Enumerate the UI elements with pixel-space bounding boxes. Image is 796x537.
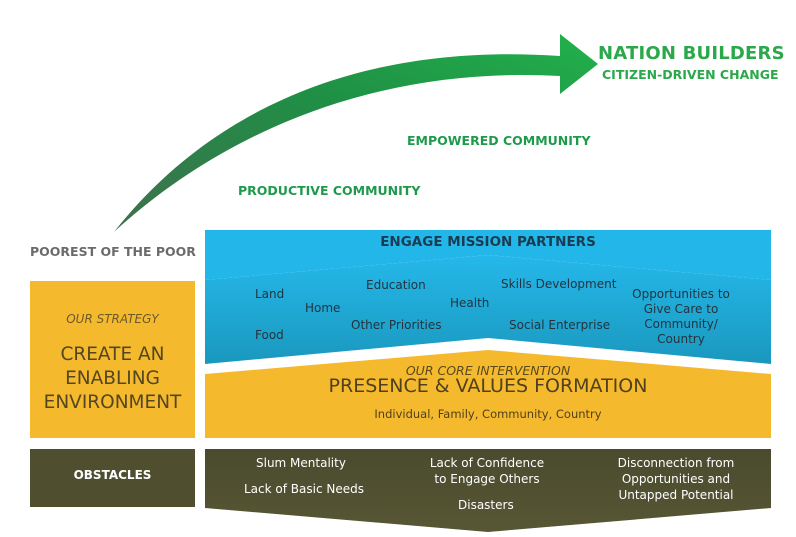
mission-item-food: Food (255, 328, 284, 342)
strategy-title: CREATE AN ENABLING ENVIRONMENT (43, 344, 182, 413)
obstacles-box (30, 449, 195, 507)
goal-subtitle: CITIZEN-DRIVEN CHANGE (602, 67, 779, 82)
core-intervention-band (205, 350, 771, 438)
mission-item-education: Education (366, 278, 426, 292)
stage-empowered-community: EMPOWERED COMMUNITY (407, 133, 591, 148)
mission-item-skills-development: Skills Development (501, 277, 617, 291)
core-intervention-title: PRESENCE & VALUES FORMATION (328, 375, 648, 397)
core-intervention-label: OUR CORE INTERVENTION (405, 363, 571, 378)
mission-item-health: Health (450, 296, 490, 310)
mission-partners-band (205, 255, 771, 364)
obstacle-disasters: Disasters (458, 498, 514, 512)
strategy-label: OUR STRATEGY (66, 312, 159, 326)
obstacle-slum-mentality: Slum Mentality (256, 456, 346, 470)
stage-poorest-of-the-poor: POOREST OF THE POOR (30, 244, 196, 259)
mission-item-land: Land (255, 287, 285, 301)
obstacle-lack-of-basic-needs: Lack of Basic Needs (244, 482, 364, 496)
strategy-box (30, 281, 195, 438)
growth-arrow-shape (114, 34, 598, 232)
stage-productive-community: PRODUCTIVE COMMUNITY (238, 183, 421, 198)
obstacles-band (205, 449, 771, 532)
core-intervention-subtitle: Individual, Family, Community, Country (374, 407, 602, 421)
mission-item-home: Home (305, 301, 341, 315)
mission-item-other-priorities: Other Priorities (351, 318, 442, 332)
obstacles-label: OBSTACLES (73, 468, 152, 482)
goal-title: NATION BUILDERS (598, 43, 785, 64)
obstacle-disconnection: Disconnection from Opportunities and Unt… (617, 456, 735, 502)
obstacle-lack-of-confidence: Lack of Confidence to Engage Others (429, 456, 545, 486)
mission-item-social-enterprise: Social Enterprise (509, 318, 611, 332)
mission-partners-title: ENGAGE MISSION PARTNERS (380, 234, 596, 250)
mission-item-opportunities: Opportunities to Give Care to Community/… (632, 287, 730, 346)
